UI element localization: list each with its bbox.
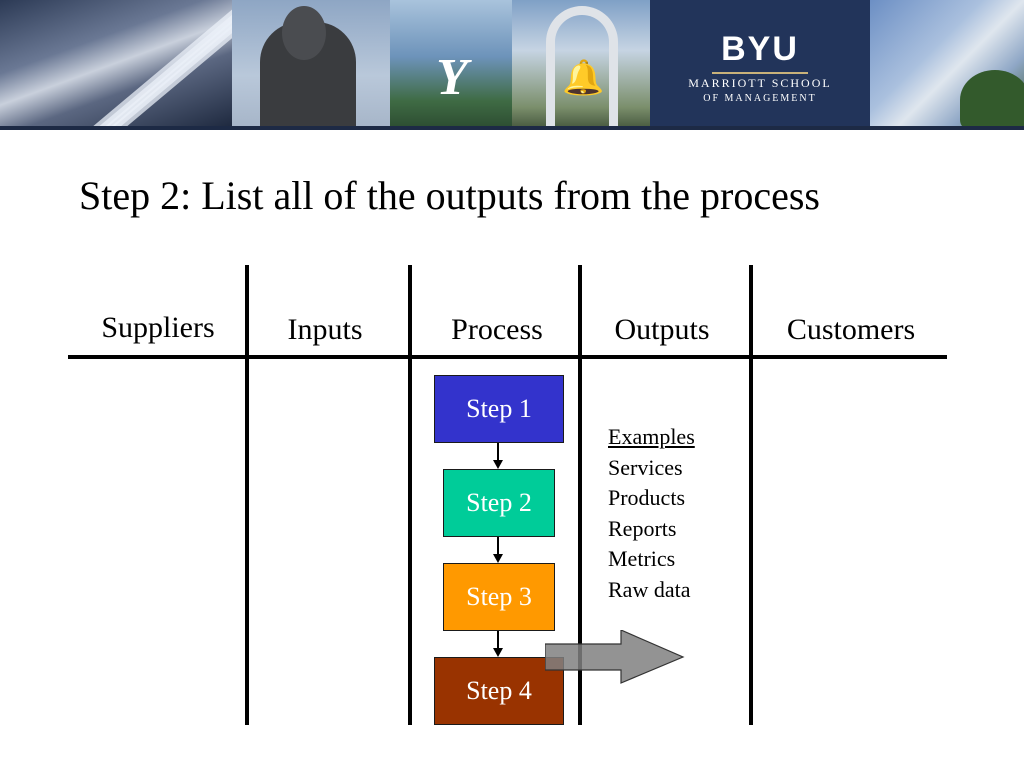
column-header-process: Process [451, 313, 543, 346]
process-step-1: Step 1 [434, 375, 564, 443]
column-header-inputs: Inputs [287, 313, 363, 346]
process-step-4: Step 4 [434, 657, 564, 725]
banner-photo-bell-arch: 🔔 [512, 0, 650, 126]
column-header-customers: Customers [786, 313, 916, 346]
arch-shape [546, 6, 618, 126]
banner-photo-campus-building [870, 0, 1024, 126]
logo-school-subname: OF MANAGEMENT [703, 93, 817, 104]
outputs-examples-list: Examples Services Products Reports Metri… [608, 422, 695, 605]
bell-icon: 🔔 [562, 60, 605, 97]
column-divider-4 [749, 265, 753, 725]
byu-logo-text: BYU [721, 30, 799, 68]
column-header-suppliers: Suppliers [101, 311, 215, 344]
step-arrowhead-1 [493, 460, 503, 469]
example-item: Raw data [608, 576, 691, 602]
column-divider-3 [578, 265, 582, 725]
banner-photo-building [0, 0, 232, 126]
examples-heading: Examples [608, 424, 695, 449]
example-item: Products [608, 485, 685, 510]
process-step-2: Step 2 [443, 469, 555, 537]
column-header-outputs: Outputs [614, 313, 710, 346]
output-arrow [545, 630, 685, 684]
tree-shape [960, 70, 1024, 126]
column-divider-1 [245, 265, 249, 725]
statue-head [282, 6, 326, 60]
step-connector-3 [497, 631, 499, 648]
banner-photo-mountain-y: Y [390, 0, 512, 126]
logo-rule [712, 72, 808, 74]
y-mountain-mark: Y [436, 49, 468, 106]
example-item: Reports [608, 515, 677, 541]
example-item: Services [608, 454, 683, 480]
process-step-3: Step 3 [443, 563, 555, 631]
step-connector-1 [497, 443, 499, 460]
header-banner: Y 🔔 BYU MARRIOTT SCHOOL OF MANAGEMENT [0, 0, 1024, 130]
slide-title: Step 2: List all of the outputs from the… [79, 173, 820, 218]
step-arrowhead-2 [493, 554, 503, 563]
column-divider-2 [408, 265, 412, 725]
example-item: Metrics [608, 546, 676, 571]
step-arrowhead-3 [493, 648, 503, 657]
banner-photo-statue [232, 0, 390, 126]
logo-school-name: MARRIOTT SCHOOL [688, 76, 832, 90]
header-divider-line [68, 355, 947, 359]
banner-bottom-strip [0, 126, 1024, 130]
step-connector-2 [497, 537, 499, 554]
byu-marriott-logo: BYU MARRIOTT SCHOOL OF MANAGEMENT [650, 0, 870, 126]
